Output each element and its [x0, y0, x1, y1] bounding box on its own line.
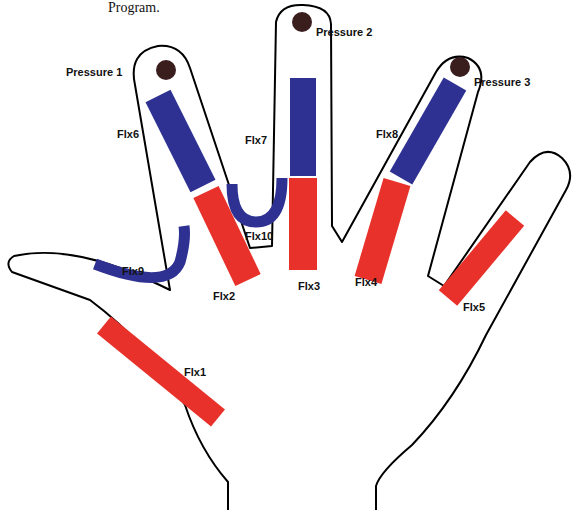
sensor-label: Pressure 2	[316, 26, 372, 38]
sensor-label: Flx4	[355, 276, 377, 288]
flex-sensor	[206, 192, 248, 280]
sensor-label: Flx9	[122, 265, 144, 277]
flex-sensor	[289, 178, 317, 270]
pressure-dot	[156, 60, 176, 80]
flex-sensors-blue	[95, 78, 455, 278]
sensor-label: Flx7	[245, 134, 267, 146]
flex-sensors-red	[104, 178, 515, 418]
flex-sensor	[95, 226, 185, 278]
hand-outline	[8, 5, 570, 510]
sensor-label: Flx1	[184, 366, 206, 378]
flex-sensor	[232, 178, 282, 222]
pressure-sensors	[156, 12, 470, 80]
sensor-label: Flx8	[376, 128, 398, 140]
flex-sensor	[158, 96, 203, 186]
flex-sensor	[104, 325, 218, 418]
sensor-label: Pressure 3	[474, 76, 530, 88]
caption-fragment: Program.	[108, 0, 160, 15]
sensor-label: Flx10	[245, 230, 273, 242]
pressure-dot	[450, 57, 470, 77]
sensor-label: Flx5	[463, 301, 485, 313]
pressure-dot	[292, 12, 312, 32]
flex-sensor	[368, 182, 397, 280]
sensor-label: Pressure 1	[66, 66, 122, 78]
flex-sensor	[401, 84, 455, 178]
sensor-label: Flx2	[213, 290, 235, 302]
flex-sensor	[290, 78, 316, 176]
sensor-label: Flx6	[117, 128, 139, 140]
sensor-label: Flx3	[298, 280, 320, 292]
flex-sensor	[448, 218, 515, 298]
